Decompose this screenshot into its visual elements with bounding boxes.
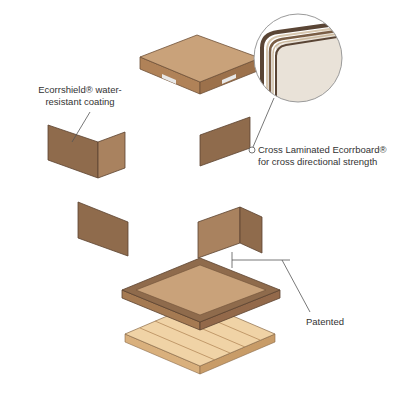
base-tray [122, 258, 280, 330]
callout-label: Patented [306, 316, 386, 328]
leader-line [72, 112, 90, 142]
callout-label: Ecorrshield® water-resistant coating [24, 84, 136, 108]
leader-line [253, 98, 274, 147]
leader-dot [249, 147, 255, 153]
callout-label: Cross Laminated Ecorrboard® for cross di… [258, 144, 394, 168]
wall-panel [78, 202, 128, 256]
board-detail-magnifier [254, 14, 350, 104]
bracket [232, 252, 310, 312]
corner-wall-panel [198, 207, 262, 258]
lid [140, 35, 260, 94]
corner-wall-panel [48, 125, 125, 178]
wall-panel [200, 117, 250, 166]
